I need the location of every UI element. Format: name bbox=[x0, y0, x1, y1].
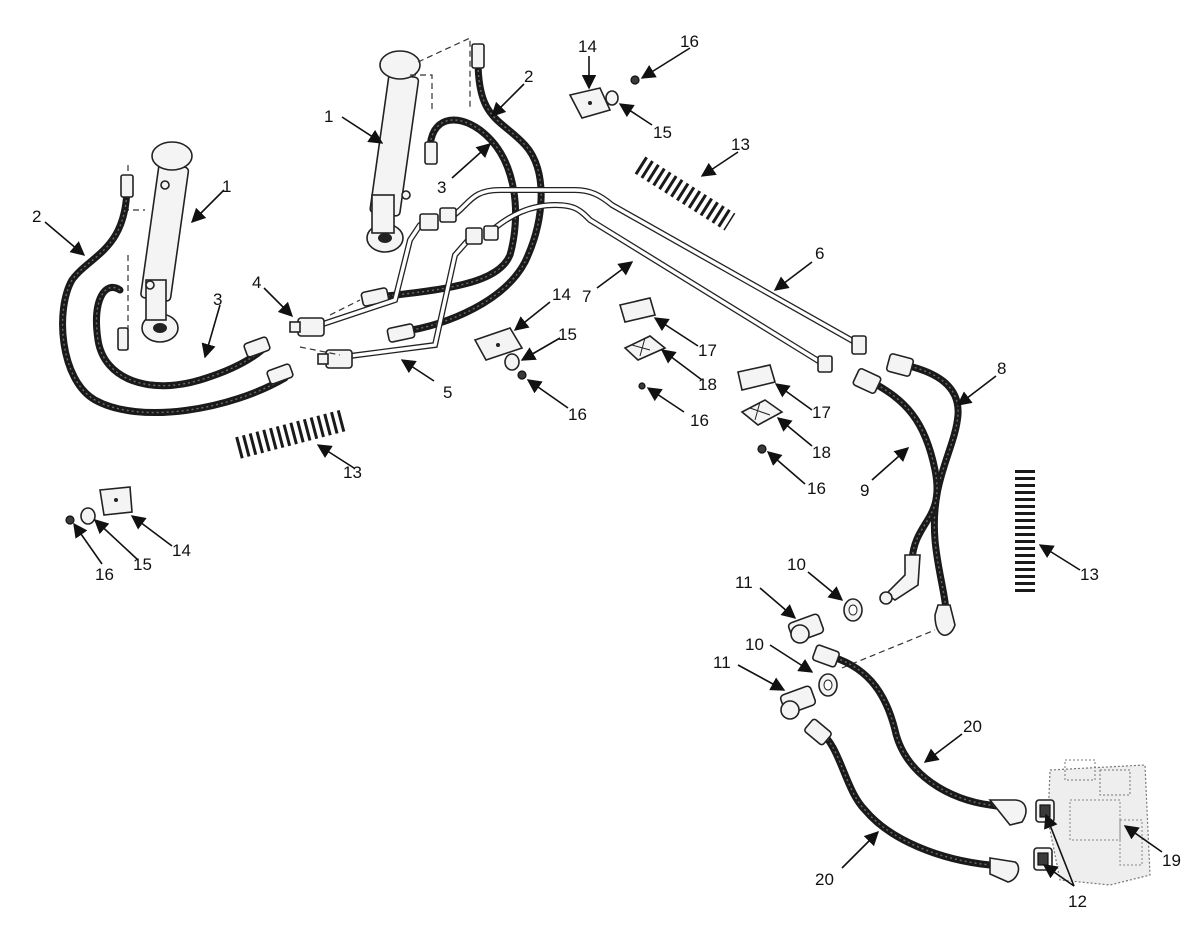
callout-19: 19 bbox=[1162, 851, 1181, 870]
hose-20-upper bbox=[822, 651, 1014, 812]
callout-9: 9 bbox=[860, 481, 869, 500]
callout-1-right: 1 bbox=[324, 107, 333, 126]
callout-12: 12 bbox=[1068, 892, 1087, 911]
clamp-14-top bbox=[568, 87, 612, 119]
callout-16-top: 16 bbox=[680, 32, 699, 51]
spring-guard-13-top bbox=[634, 156, 736, 231]
callout-11-upper: 11 bbox=[735, 573, 753, 592]
washer-10-upper bbox=[843, 598, 863, 622]
tee-fitting-4 bbox=[289, 317, 325, 337]
callout-15-middle: 15 bbox=[558, 325, 577, 344]
callout-15-left: 15 bbox=[133, 555, 152, 574]
washer-10-lower bbox=[818, 673, 838, 697]
callout-10-upper: 10 bbox=[787, 555, 806, 574]
hose-3-left bbox=[93, 284, 266, 390]
hose-3-right bbox=[366, 116, 520, 302]
tube-assembly-7 bbox=[487, 201, 828, 368]
callout-17-upper: 17 bbox=[698, 341, 717, 360]
callout-5: 5 bbox=[443, 383, 452, 402]
callout-10-lower: 10 bbox=[745, 635, 764, 654]
left-hydraulic-cylinder bbox=[140, 141, 193, 343]
callout-1-left: 1 bbox=[222, 177, 231, 196]
callout-13-top: 13 bbox=[731, 135, 750, 154]
callout-20-upper: 20 bbox=[963, 717, 982, 736]
callout-16-left: 16 bbox=[95, 565, 114, 584]
washer-15-top bbox=[605, 90, 619, 106]
washer-15-left bbox=[80, 507, 96, 525]
clamp-17-upper bbox=[618, 297, 657, 323]
callout-8: 8 bbox=[997, 359, 1006, 378]
right-hydraulic-cylinder bbox=[366, 50, 421, 253]
callout-13-right: 13 bbox=[1080, 565, 1099, 584]
washer-15-middle bbox=[504, 353, 520, 371]
hose-20-lower bbox=[816, 728, 1014, 872]
leader-lines bbox=[44, 47, 1163, 887]
clamp-17-lower bbox=[737, 364, 777, 391]
nut-16-right bbox=[757, 444, 767, 454]
plate-18-upper bbox=[623, 335, 667, 361]
spring-guard-13-left bbox=[235, 409, 348, 459]
callout-2-left: 2 bbox=[32, 207, 41, 226]
hose-8 bbox=[901, 361, 962, 629]
elbow-fitting-12-upper bbox=[1035, 799, 1055, 823]
callout-17-lower: 17 bbox=[812, 403, 831, 422]
callout-20-lower: 20 bbox=[815, 870, 834, 889]
tube-to-manifold-4 bbox=[317, 222, 423, 328]
callout-18-upper: 18 bbox=[698, 375, 717, 394]
callout-7: 7 bbox=[582, 287, 591, 306]
callout-14-middle: 14 bbox=[552, 285, 571, 304]
callout-14-top: 14 bbox=[578, 37, 597, 56]
hose-9 bbox=[868, 378, 941, 564]
callout-6: 6 bbox=[815, 244, 824, 263]
callout-3-right: 3 bbox=[437, 178, 446, 197]
elbow-fitting-11-lower bbox=[779, 685, 817, 720]
nut-16-center bbox=[638, 382, 646, 390]
callout-14-left: 14 bbox=[172, 541, 191, 560]
tube-assembly-6 bbox=[447, 187, 863, 348]
callout-15-top: 15 bbox=[653, 123, 672, 142]
callout-13-left: 13 bbox=[343, 463, 362, 482]
callout-16-right: 16 bbox=[807, 479, 826, 498]
callout-2-right: 2 bbox=[524, 67, 533, 86]
nut-16-middle bbox=[517, 370, 527, 380]
tee-fitting-5 bbox=[317, 349, 353, 369]
control-valve-19 bbox=[1047, 759, 1151, 886]
nut-16-left bbox=[65, 515, 75, 525]
callout-16-center: 16 bbox=[690, 411, 709, 430]
callout-3-left: 3 bbox=[213, 290, 222, 309]
callout-18-lower: 18 bbox=[812, 443, 831, 462]
hose-2-left bbox=[59, 181, 289, 417]
clamp-14-left bbox=[99, 486, 133, 516]
plate-18-lower bbox=[740, 399, 784, 426]
elbow-fitting-11-upper bbox=[787, 613, 825, 644]
nut-16-top bbox=[630, 75, 640, 85]
elbow-fitting-12-lower bbox=[1033, 847, 1053, 871]
callout-11-lower: 11 bbox=[713, 653, 731, 672]
tube-to-manifold-5 bbox=[347, 235, 473, 359]
callout-labels: 1 1 2 2 3 3 4 5 6 7 8 9 10 10 11 11 12 1… bbox=[32, 32, 1181, 911]
callout-16-middle: 16 bbox=[568, 405, 587, 424]
callout-4: 4 bbox=[252, 273, 261, 292]
